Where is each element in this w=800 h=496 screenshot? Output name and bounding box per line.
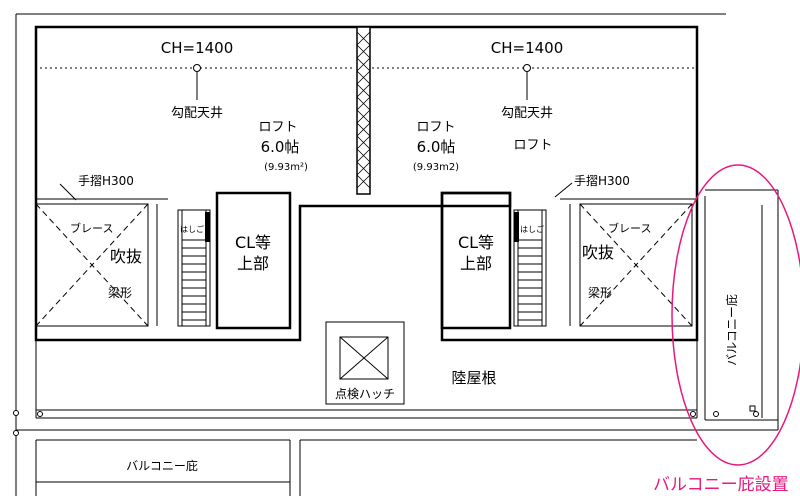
handrail-leader-left (59, 183, 77, 201)
closet-label-right-2: 上部 (460, 254, 492, 273)
inspection-hatch-cross-2 (339, 336, 389, 380)
balcony-label-right: バルコニー庇 (724, 294, 739, 366)
ridge-point-right (523, 64, 531, 72)
balcony-label-bottom: バルコニー庇 (126, 458, 198, 473)
ridge-point-left (193, 64, 201, 72)
ladder-label-left: はしご (180, 224, 204, 234)
roof-drain-left-inner (37, 411, 43, 417)
roof-drain-right-inner (690, 411, 696, 417)
ladder-right (513, 209, 547, 327)
ladder-left (177, 209, 211, 327)
void-label-left: 吹抜 (110, 247, 142, 266)
closet-label-right-1: CL等 (458, 233, 494, 252)
closet-label-left-1: CL等 (235, 233, 271, 252)
balcony-eave-right (697, 189, 779, 431)
ladder-label-right: はしご (520, 224, 544, 234)
ceiling-height-left: CH=1400 (161, 39, 234, 57)
closet-label-left-2: 上部 (237, 254, 269, 273)
loft-area-right: (9.93m2) (413, 162, 459, 173)
brace-label-left: ブレース (70, 221, 113, 235)
roof-drain-left (13, 410, 19, 416)
handrail-leader-right (554, 182, 573, 198)
sloped-ceiling-right: 勾配天井 (501, 106, 553, 121)
annotation-text: バルコニー庇設置 (653, 475, 789, 495)
annotation-ellipse (671, 164, 800, 466)
void-brace-left-2 (35, 203, 149, 327)
beam-label-left: 梁形 (108, 285, 132, 300)
loft-area-left: (9.93m²) (264, 162, 308, 173)
handrail-label-right: 手摺H300 (574, 173, 630, 188)
loft-size-left: 6.0帖 (261, 138, 300, 156)
closet-box-left (215, 191, 292, 330)
balcony-eave-bottom (13, 429, 697, 496)
void-box-right (579, 203, 693, 327)
partition-hatch (356, 31, 371, 189)
sloped-ceiling-left: 勾配天井 (171, 106, 223, 121)
loft-name-left: ロフト (258, 120, 297, 135)
flat-roof-label: 陸屋根 (451, 369, 496, 387)
inspection-hatch-box (339, 336, 389, 380)
void-label-right: 吹抜 (582, 243, 614, 262)
inspection-hatch-label: 点検ハッチ (335, 387, 395, 401)
handrail-label-left: 手摺H300 (78, 173, 134, 188)
closet-box-right (440, 191, 512, 330)
loft-extra-label-right: ロフト (513, 138, 552, 153)
brace-label-right: ブレース (608, 221, 651, 235)
loft-name-right: ロフト (416, 120, 455, 135)
loft-size-right: 6.0帖 (417, 138, 456, 156)
void-box-left (35, 203, 149, 327)
inspection-hatch-frame (325, 321, 405, 405)
ceiling-height-right: CH=1400 (491, 39, 564, 57)
void-brace-right-2 (579, 203, 693, 327)
beam-label-right: 梁形 (588, 285, 612, 300)
